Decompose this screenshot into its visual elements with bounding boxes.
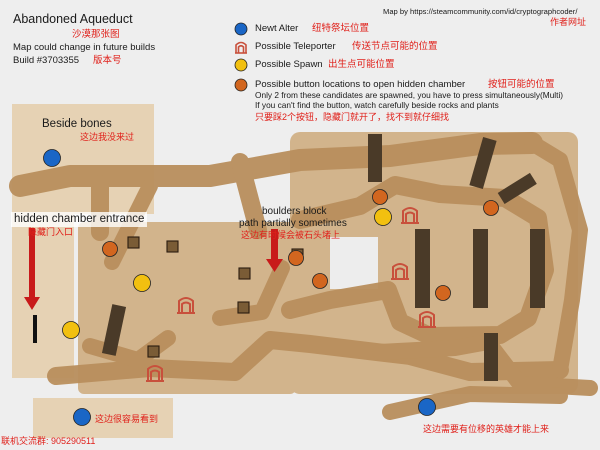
- pillar: [469, 137, 497, 189]
- pillar: [497, 172, 537, 205]
- spawn-marker: [62, 321, 80, 339]
- legend-spawn-label: Possible Spawn: [255, 59, 323, 70]
- legend-spawn-label-cn: 出生点可能位置: [328, 59, 395, 70]
- hidden-chamber-door: [33, 315, 37, 343]
- button-marker: [312, 273, 328, 289]
- map-title: Abandoned Aqueduct: [13, 12, 133, 26]
- teleporter-marker: [146, 365, 164, 382]
- build-number-cn: 版本号: [93, 55, 122, 66]
- legend-note-2: If you can't find the button, watch care…: [255, 100, 499, 110]
- credit-link[interactable]: Map by https://steamcommunity.com/id/cry…: [383, 7, 578, 16]
- teleporter-icon: [234, 40, 248, 54]
- callout-beside-bones-cn: 这边我没来过: [80, 132, 135, 142]
- map-subtitle: Map could change in future builds: [13, 42, 156, 53]
- legend-newt-label-cn: 纽特祭坛位置: [312, 23, 370, 34]
- east-loop: [524, 135, 588, 378]
- callout-bottom-left-cn: 这边很容易看到: [95, 414, 159, 424]
- pillar: [368, 134, 382, 182]
- callout-beside-bones: Beside bones: [42, 118, 112, 130]
- blue-circle-icon: [234, 22, 248, 36]
- pillar: [530, 229, 545, 308]
- legend-button-label: Possible button locations to open hidden…: [255, 79, 466, 90]
- callout-boulders-cn: 这边有时候会被石头堵上: [241, 230, 341, 240]
- callout-boulders-1: boulders block: [262, 206, 327, 217]
- credit-cn: 作者网址: [550, 17, 587, 27]
- button-marker: [483, 200, 499, 216]
- legend-teleporter-label-cn: 传送节点可能的位置: [352, 41, 438, 52]
- upper-left-platform: [12, 104, 154, 214]
- spawn-marker: [133, 274, 151, 292]
- button-marker: [288, 250, 304, 266]
- teleporter-marker: [391, 263, 409, 280]
- newt-alter-marker: [43, 149, 61, 167]
- teleporter-marker: [401, 207, 419, 224]
- boulder: [147, 345, 160, 358]
- boulder: [166, 240, 179, 253]
- yellow-circle-icon: [234, 58, 248, 72]
- callout-hidden-chamber-cn: 隐藏门入口: [28, 227, 74, 237]
- legend-newt-label: Newt Alter: [255, 23, 299, 34]
- arrow-to-hidden-chamber: [24, 228, 40, 310]
- bottom-ledge-path: [382, 386, 568, 420]
- teleporter-marker: [177, 297, 195, 314]
- newt-alter-marker: [73, 408, 91, 426]
- build-number: Build #3703355: [13, 55, 80, 66]
- button-marker: [102, 241, 118, 257]
- map-title-cn: 沙漠那张图: [72, 29, 120, 40]
- north-walkway: [9, 132, 543, 197]
- legend-teleporter-label: Possible Teleporter: [255, 41, 336, 52]
- callout-boulders-2: path partially sometimes: [239, 218, 347, 229]
- button-marker: [435, 285, 451, 301]
- boulder: [127, 236, 140, 249]
- center-pit: [330, 237, 378, 289]
- boulder: [238, 267, 251, 280]
- arrow-to-boulders: [266, 229, 283, 272]
- teleporter-marker: [418, 311, 436, 328]
- legend-button-label-cn: 按钮可能的位置: [488, 79, 555, 90]
- callout-hidden-chamber: hidden chamber entrance: [11, 212, 148, 228]
- newt-alter-marker: [418, 398, 436, 416]
- central-spur: [212, 260, 290, 326]
- bottom-left-platform: [33, 398, 173, 438]
- pillar: [473, 229, 488, 308]
- legend-note-1: Only 2 from these candidates are spawned…: [255, 90, 564, 100]
- north-ramp-down: [231, 153, 267, 239]
- spawn-marker: [374, 208, 392, 226]
- south-walkway: [47, 331, 569, 385]
- callout-bottom-right-cn: 这边需要有位移的英雄才能上来: [423, 424, 550, 434]
- left-corridor-platform: [12, 200, 74, 378]
- button-marker: [372, 189, 388, 205]
- legend-note-cn: 只要踩2个按钮，隐藏门就开了，找不到就仔细找: [255, 112, 450, 122]
- pillar: [484, 333, 498, 381]
- boulder: [237, 301, 250, 314]
- contact-group-cn: 联机交流群: 905290511: [1, 436, 96, 446]
- pillar: [415, 229, 430, 308]
- orange-circle-icon: [234, 78, 248, 92]
- pillar: [101, 304, 127, 356]
